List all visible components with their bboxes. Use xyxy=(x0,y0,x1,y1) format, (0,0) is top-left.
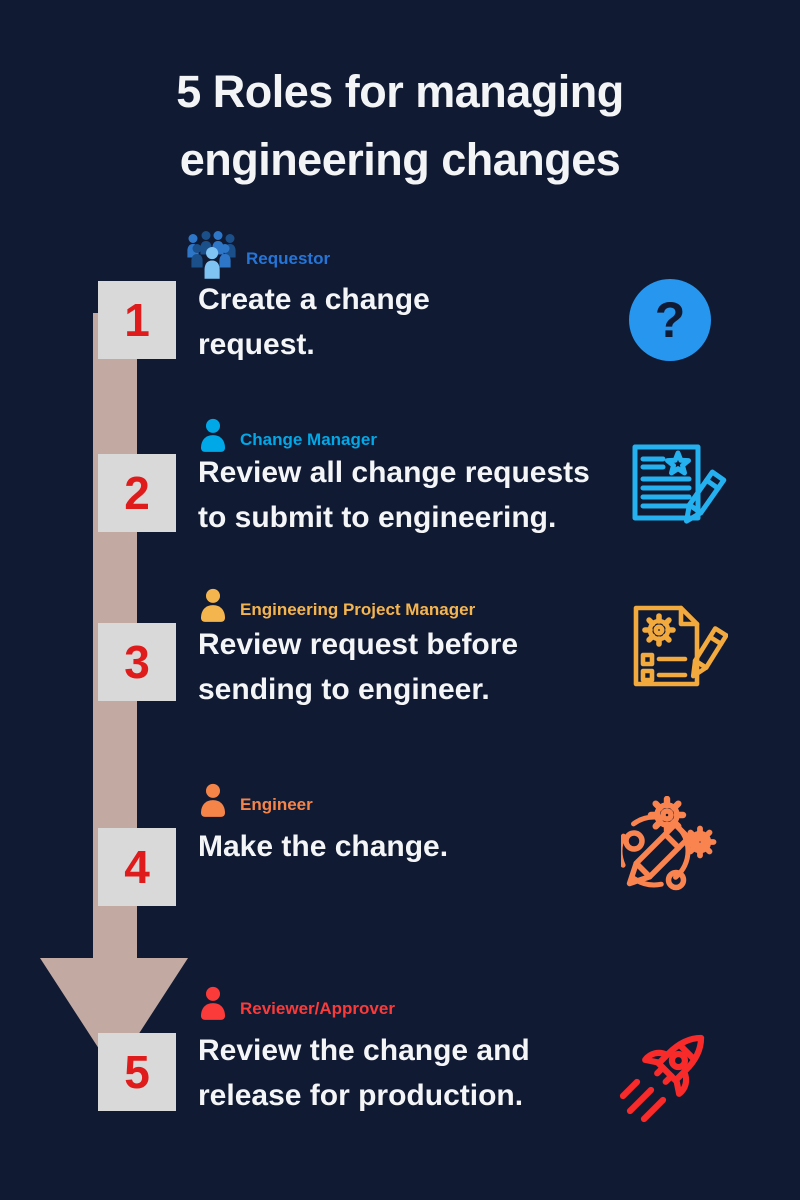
step-5-description: Review the change and release for produc… xyxy=(198,1028,530,1118)
step-5-description-line-2: release for production. xyxy=(198,1079,524,1112)
step-4-number: 4 xyxy=(98,828,176,906)
step-1-role-label: Requestor xyxy=(246,249,331,268)
svg-text:?: ? xyxy=(655,292,686,348)
step-1-description-line-1: Create a change xyxy=(198,283,430,316)
gears-pencil-icon xyxy=(621,796,721,896)
rocket-icon xyxy=(615,1020,720,1125)
step-4-description-line-1: Make the change. xyxy=(198,830,449,863)
step-2-number: 2 xyxy=(98,454,176,532)
step-1-number: 1 xyxy=(98,281,176,359)
title-line-2: engineering changes xyxy=(179,134,621,185)
person-icon xyxy=(198,588,228,625)
step-3-description-line-2: sending to engineer. xyxy=(198,673,490,706)
step-2-role-label: Change Manager xyxy=(240,430,377,449)
document-star-pencil-icon xyxy=(632,444,727,532)
step-3-role-label: Engineering Project Manager xyxy=(240,600,476,619)
step-1-description: Create a change request. xyxy=(198,277,430,367)
page-title: 5 Roles for managing engineering changes xyxy=(0,58,800,194)
person-icon xyxy=(198,783,228,820)
step-2-description: Review all change requests to submit to … xyxy=(198,450,590,540)
person-icon xyxy=(198,418,228,455)
step-5-description-line-1: Review the change and xyxy=(198,1034,530,1067)
question-mark-icon: ? xyxy=(628,278,712,362)
crowd-icon xyxy=(183,231,241,281)
step-3-description-line-1: Review request before xyxy=(198,628,519,661)
step-4-role-label: Engineer xyxy=(240,795,313,814)
step-4-description: Make the change. xyxy=(198,824,448,869)
step-3-description: Review request before sending to enginee… xyxy=(198,622,518,712)
person-icon xyxy=(198,986,228,1023)
step-5-role-label: Reviewer/Approver xyxy=(240,999,395,1018)
step-5-number: 5 xyxy=(98,1033,176,1111)
step-2-description-line-2: to submit to engineering. xyxy=(198,501,557,534)
step-1-description-line-2: request. xyxy=(198,328,315,361)
step-2-description-line-1: Review all change requests xyxy=(198,456,590,489)
checklist-gear-pencil-icon xyxy=(633,604,728,688)
title-line-1: 5 Roles for managing xyxy=(176,66,624,117)
step-3-number: 3 xyxy=(98,623,176,701)
